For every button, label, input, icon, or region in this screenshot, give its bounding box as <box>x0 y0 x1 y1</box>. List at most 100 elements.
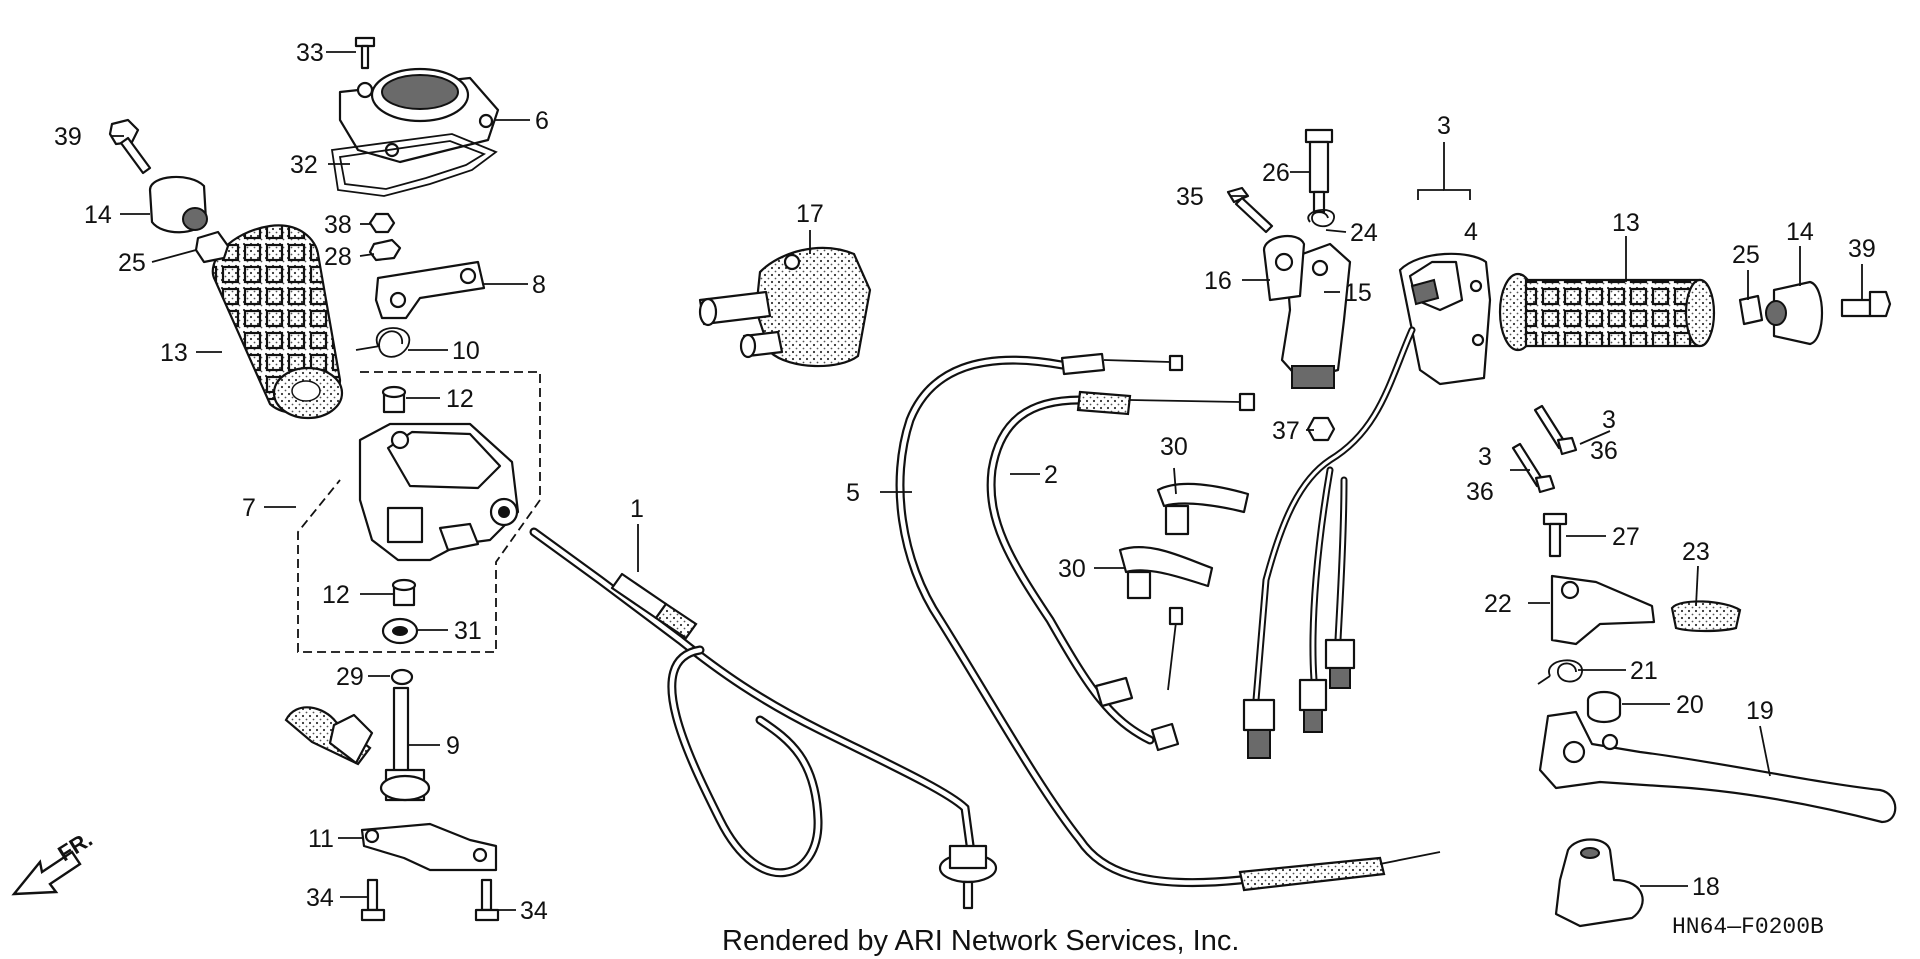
callout-11: 11 <box>308 825 334 853</box>
callout-34-right: 34 <box>520 897 548 925</box>
callout-19: 19 <box>1746 697 1774 725</box>
callout-12-upper: 12 <box>446 385 474 413</box>
bolt-34-left <box>360 878 386 922</box>
callout-3-top: 3 <box>1437 112 1451 140</box>
callout-31: 31 <box>454 617 482 645</box>
callout-1: 1 <box>630 495 644 523</box>
grip-13-right <box>1498 272 1716 352</box>
callout-20: 20 <box>1676 691 1704 719</box>
switch-wire-harness <box>1242 326 1416 759</box>
throttle-arm-8 <box>374 260 486 320</box>
callout-14-right: 14 <box>1786 218 1814 246</box>
callout-14-left: 14 <box>84 201 112 229</box>
clamp-11 <box>360 822 498 872</box>
nut-37 <box>1306 416 1336 442</box>
callout-29: 29 <box>336 663 364 691</box>
callout-17: 17 <box>796 200 824 228</box>
screw-36-upper <box>1533 404 1578 456</box>
callout-9: 9 <box>446 732 460 760</box>
callout-27: 27 <box>1612 523 1640 551</box>
callout-28: 28 <box>324 243 352 271</box>
callout-39-left: 39 <box>54 123 82 151</box>
bar-end-14-right <box>1765 280 1824 346</box>
callout-24: 24 <box>1350 219 1378 247</box>
callout-3-lower: 3 <box>1478 443 1492 471</box>
callout-36-lower: 36 <box>1466 478 1494 506</box>
lever-cover-23 <box>1670 600 1742 633</box>
callout-10: 10 <box>452 337 480 365</box>
front-direction-arrow: FR. <box>11 826 97 896</box>
grip-13-left <box>211 224 344 420</box>
callout-39-right: 39 <box>1848 235 1876 263</box>
diagram-code: HN64—F0200B <box>1672 914 1824 940</box>
callout-5: 5 <box>846 479 860 507</box>
callout-37: 37 <box>1272 417 1300 445</box>
leader-lines <box>112 51 1863 911</box>
callout-12-lower: 12 <box>322 581 350 609</box>
callout-labels: 33 6 32 39 14 25 13 38 28 8 10 12 7 12 3… <box>54 39 1876 925</box>
choke-cable-5 <box>895 352 1441 892</box>
callout-25-right: 25 <box>1732 241 1760 269</box>
callout-15: 15 <box>1344 279 1372 307</box>
screw-35 <box>1226 186 1274 234</box>
bushing-12-upper <box>381 385 407 414</box>
callout-8: 8 <box>532 271 546 299</box>
choke-cable-2 <box>986 390 1256 752</box>
callout-33: 33 <box>296 39 324 67</box>
throttle-housing-cover <box>338 67 500 164</box>
bolt-34-right <box>474 878 500 922</box>
cover-gasket <box>330 133 498 197</box>
bushing-20 <box>1586 690 1622 724</box>
callout-7: 7 <box>242 494 256 522</box>
footer-credit: Rendered by ARI Network Services, Inc. <box>722 925 1239 957</box>
callout-21: 21 <box>1630 657 1658 685</box>
screw-36-lower <box>1511 442 1556 494</box>
throttle-lever-9 <box>284 686 431 802</box>
choke-unit-17 <box>698 246 872 368</box>
callout-13-right: 13 <box>1612 209 1640 237</box>
cable-holder-30-lower <box>1118 545 1214 600</box>
callout-2: 2 <box>1044 461 1058 489</box>
pivot-bolt-26 <box>1304 128 1334 214</box>
callout-36-right: 36 <box>1590 437 1618 465</box>
lever-holder-16 <box>1262 234 1306 302</box>
bolt-39-left <box>108 118 152 175</box>
screw-33 <box>354 36 376 70</box>
callout-4: 4 <box>1464 218 1478 246</box>
callout-16: 16 <box>1204 267 1232 295</box>
collar-25-left <box>194 230 230 264</box>
spring-21 <box>1537 659 1583 685</box>
brake-lever-19 <box>1538 710 1897 824</box>
lever-holder-18 <box>1554 838 1644 928</box>
nut-38 <box>368 212 396 234</box>
callout-18: 18 <box>1692 873 1720 901</box>
seal-31 <box>381 617 419 645</box>
callout-30-upper: 30 <box>1160 433 1188 461</box>
washer-29 <box>390 668 414 686</box>
cable-holder-30-upper <box>1156 482 1250 536</box>
throttle-housing-7 <box>358 422 520 562</box>
callout-23: 23 <box>1682 538 1710 566</box>
bolt-39-right <box>1840 290 1892 318</box>
callout-26: 26 <box>1262 159 1290 187</box>
callout-35: 35 <box>1176 183 1204 211</box>
collar-25-right <box>1738 294 1764 326</box>
spring-24 <box>1307 209 1335 228</box>
callout-30-lower: 30 <box>1058 555 1086 583</box>
callout-22: 22 <box>1484 590 1512 618</box>
washer-28 <box>368 238 402 262</box>
return-spring-10 <box>355 327 411 358</box>
callout-25-left: 25 <box>118 249 146 277</box>
callout-3-right: 3 <box>1602 406 1616 434</box>
parking-lever-22 <box>1550 574 1656 646</box>
pivot-27 <box>1542 512 1568 558</box>
bar-end-14-left <box>148 175 208 234</box>
callout-6: 6 <box>535 107 549 135</box>
switch-housing-3 <box>1398 252 1492 386</box>
throttle-cable-1 <box>529 527 998 910</box>
bushing-12-lower <box>391 578 417 607</box>
callout-34-left: 34 <box>306 884 334 912</box>
callout-38: 38 <box>324 211 352 239</box>
